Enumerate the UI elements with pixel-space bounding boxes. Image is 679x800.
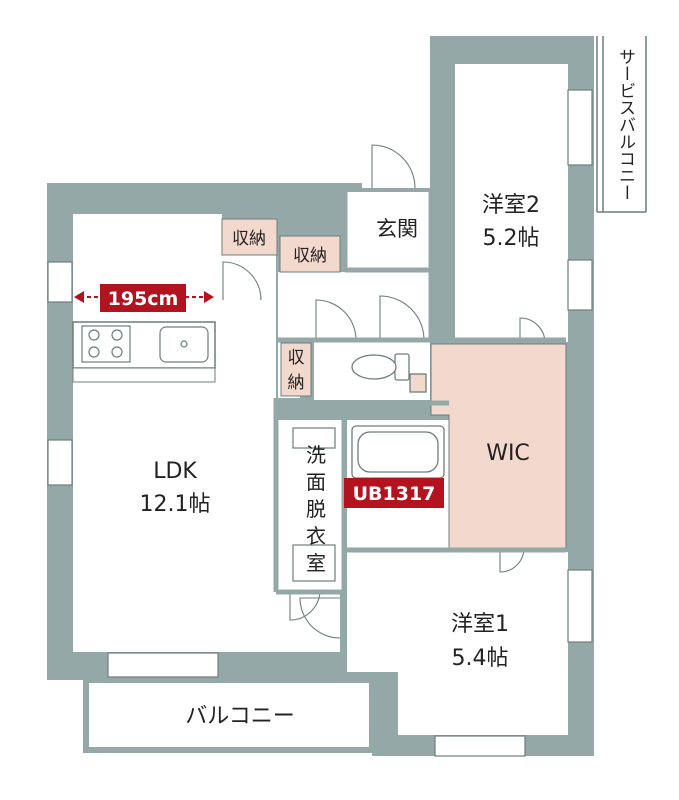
window-icon (47, 89, 593, 757)
western2-name: 洋室2 (482, 193, 540, 218)
washroom-char-5: 室 (306, 551, 326, 575)
storage-b (279, 235, 341, 273)
washroom-char-4: 衣 (306, 524, 326, 548)
partitions (273, 188, 566, 595)
balcony-area (83, 677, 375, 753)
bath-unit-indicator: UB1317 (344, 478, 444, 508)
service-balcony-label: サービスバルコニー (615, 48, 635, 201)
storage-c-label-top: 収 (288, 348, 305, 368)
balcony-label: バルコニー (185, 704, 295, 729)
entrance-label: 玄関 (376, 217, 418, 241)
bath-unit-badge (344, 478, 444, 508)
western1-name: 洋室1 (451, 612, 509, 637)
washroom-char-3: 脱 (306, 497, 326, 521)
service-balcony-rail (596, 36, 647, 213)
washbasin (292, 427, 336, 582)
storage-c (280, 342, 312, 397)
ldk-name: LDK (153, 459, 197, 484)
kitchen-width-text: 195cm (108, 288, 179, 310)
bath-unit-text: UB1317 (353, 483, 436, 505)
door-swing-icon (222, 144, 546, 639)
arrow-right-icon (204, 291, 214, 303)
washroom-char-2: 面 (306, 470, 326, 494)
storage-c-label-bottom: 納 (288, 373, 305, 393)
washroom-label: 洗 面 脱 衣 室 (306, 443, 326, 575)
arrow-left-icon (74, 291, 84, 303)
storage-a-label: 収納 (232, 229, 266, 249)
storage-b-label: 収納 (293, 246, 327, 266)
washroom-char-1: 洗 (306, 443, 326, 467)
bathtub-icon (351, 425, 445, 479)
kitchen-width-indicator: 195cm (74, 284, 214, 312)
western1-size: 5.4帖 (452, 646, 509, 671)
kitchen-counter (72, 321, 216, 383)
toilet-icon (351, 353, 427, 393)
wic-label: WIC (486, 441, 530, 466)
sink-icon (159, 326, 209, 363)
kitchen-width-badge (100, 284, 186, 312)
ldk-size: 12.1帖 (140, 492, 211, 517)
storage-a (221, 218, 278, 256)
stove-icon (81, 325, 131, 363)
western2-size: 5.2帖 (483, 226, 540, 251)
